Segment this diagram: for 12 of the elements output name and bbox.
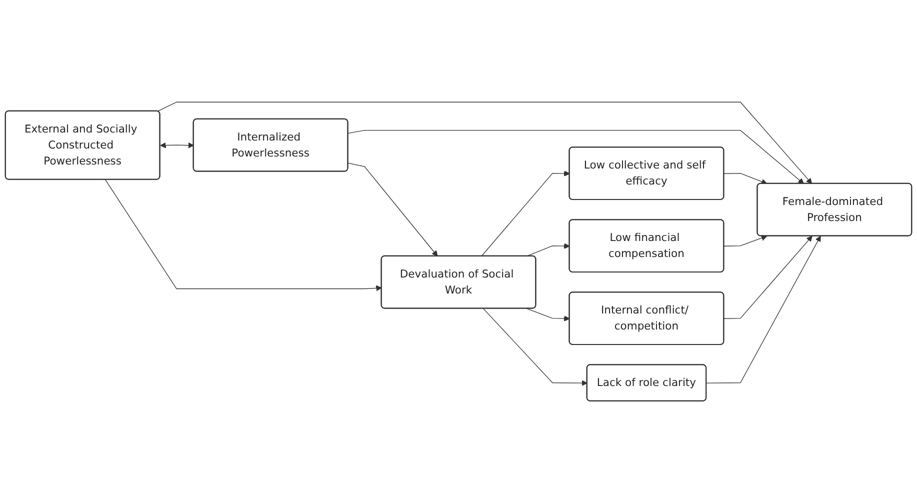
arrow — [724, 235, 768, 246]
arrow — [481, 170, 570, 257]
arrow — [706, 236, 821, 384]
arrow — [482, 308, 588, 386]
arrow — [348, 130, 804, 184]
arrow — [348, 162, 438, 256]
arrow — [160, 142, 194, 148]
arrow — [157, 102, 812, 184]
arrow — [724, 236, 812, 319]
arrow — [104, 179, 382, 292]
arrow — [724, 172, 768, 184]
arrow — [526, 308, 570, 322]
